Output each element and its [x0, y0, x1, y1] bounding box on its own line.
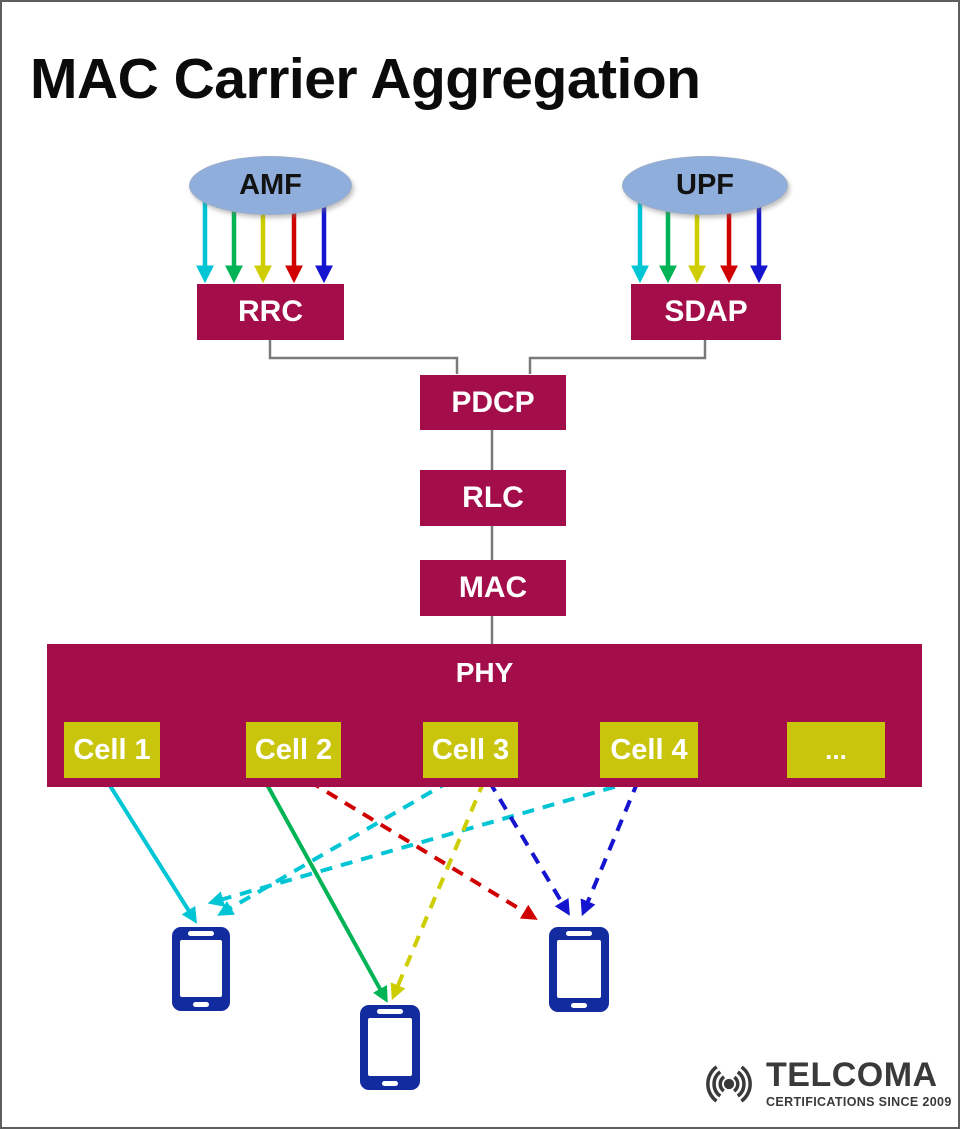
layer-phy-label: PHY	[455, 657, 514, 688]
node-upf: UPF	[622, 156, 788, 215]
cell-more-label: ...	[825, 734, 847, 765]
layer-mac-label: MAC	[458, 571, 528, 604]
layer-rlc-label: RLC	[462, 481, 524, 514]
smartphone-icon	[549, 927, 609, 1012]
page-title: MAC Carrier Aggregation	[30, 47, 701, 111]
cell-more-box: ...	[787, 722, 885, 778]
cell-1-box: Cell 1	[64, 722, 160, 778]
cell-4-label: Cell 4	[610, 733, 688, 766]
cell-4-box: Cell 4	[600, 722, 698, 778]
cell-3-box: Cell 3	[423, 722, 518, 778]
node-amf-label: AMF	[239, 169, 302, 201]
telcoma-logo: TELCOMA CERTIFICATIONS SINCE 2009	[696, 1058, 952, 1109]
phone-speaker	[377, 1009, 403, 1014]
layer-rlc: RLC	[420, 470, 566, 526]
logo-brand-name: TELCOMA	[766, 1056, 938, 1094]
phone-screen	[180, 940, 222, 997]
phone-home-button	[382, 1081, 398, 1086]
stack-connectors	[268, 338, 707, 648]
smartphone-icon	[172, 927, 230, 1011]
phone-screen	[557, 940, 601, 998]
layer-rrc-label: RRC	[238, 295, 303, 328]
layer-pdcp: PDCP	[420, 375, 566, 430]
broadcast-icon	[706, 1060, 752, 1107]
node-upf-label: UPF	[676, 169, 734, 201]
cell-1-label: Cell 1	[73, 733, 151, 766]
layer-rrc: RRC	[197, 284, 344, 340]
logo-tagline: CERTIFICATIONS SINCE 2009	[766, 1095, 952, 1109]
node-amf: AMF	[189, 156, 352, 215]
smartphone-icon	[360, 1005, 420, 1090]
layer-sdap: SDAP	[631, 284, 781, 340]
cell-to-ue-links	[105, 779, 640, 1003]
phone-speaker	[188, 931, 214, 936]
layer-sdap-label: SDAP	[664, 295, 748, 328]
logo-text-block: TELCOMA CERTIFICATIONS SINCE 2009	[766, 1058, 952, 1109]
layer-mac: MAC	[420, 560, 566, 616]
phone-speaker	[566, 931, 592, 936]
phone-home-button	[571, 1003, 587, 1008]
phone-screen	[368, 1018, 412, 1076]
layer-phy: PHY Cell 1 Cell 2 Cell 3 Cell 4 ...	[47, 644, 922, 787]
cell-2-label: Cell 2	[254, 733, 333, 766]
layer-pdcp-label: PDCP	[451, 385, 535, 419]
phone-home-button	[193, 1002, 209, 1007]
cell-2-box: Cell 2	[246, 722, 341, 778]
cell-3-label: Cell 3	[431, 733, 510, 766]
